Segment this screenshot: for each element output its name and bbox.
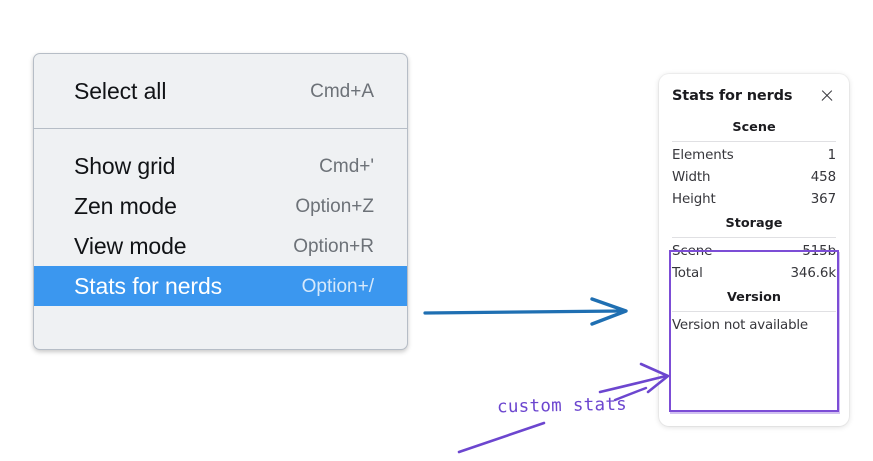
stat-key: Width	[672, 169, 711, 185]
context-menu[interactable]: Select all Cmd+A Show grid Cmd+' Zen mod…	[33, 53, 408, 350]
stat-row-storage-scene: Scene 515b	[672, 240, 836, 262]
menu-item-show-grid[interactable]: Show grid Cmd+'	[34, 146, 407, 186]
stat-value: 1	[827, 147, 837, 163]
stat-row-elements: Elements 1	[672, 144, 836, 166]
menu-item-label: Zen mode	[74, 192, 177, 219]
section-rule	[672, 141, 836, 142]
stat-row-height: Height 367	[672, 188, 836, 210]
menu-item-label: Select all	[74, 77, 167, 104]
menu-item-shortcut: Cmd+'	[319, 155, 374, 177]
menu-item-label: View mode	[74, 232, 187, 259]
menu-group-1: Select all Cmd+A	[34, 54, 407, 128]
menu-item-zen-mode[interactable]: Zen mode Option+Z	[34, 186, 407, 226]
menu-item-select-all[interactable]: Select all Cmd+A	[34, 71, 407, 111]
menu-item-stats-for-nerds[interactable]: Stats for nerds Option+/	[34, 266, 407, 306]
section-title-version: Version	[726, 290, 782, 305]
menu-item-label: Stats for nerds	[74, 272, 223, 299]
menu-separator	[34, 128, 407, 129]
stats-panel-title: Stats for nerds	[672, 88, 793, 104]
stat-value: 515b	[802, 243, 836, 259]
purple-leader-line	[457, 421, 546, 454]
menu-item-shortcut: Option+Z	[295, 195, 374, 217]
custom-stats-annotation-label: custom stats	[496, 394, 628, 418]
stat-value: 346.6k	[790, 265, 837, 281]
stats-panel-body: Scene Elements 1 Width 458 Height 367 St…	[659, 114, 849, 337]
close-icon[interactable]	[819, 88, 835, 104]
menu-item-shortcut: Option+/	[301, 275, 374, 297]
stats-panel-header: Stats for nerds	[659, 74, 849, 114]
stat-key: Scene	[672, 243, 713, 259]
menu-item-label: Show grid	[74, 152, 176, 179]
section-title-scene: Scene	[732, 120, 776, 135]
stats-for-nerds-panel[interactable]: Stats for nerds Scene Elements 1 Width 4…	[659, 74, 849, 426]
stat-key: Total	[672, 265, 703, 281]
stat-key: Elements	[672, 147, 734, 163]
stat-row-storage-total: Total 346.6k	[672, 262, 836, 284]
menu-item-shortcut: Cmd+A	[310, 80, 374, 102]
section-rule	[672, 311, 836, 312]
menu-item-shortcut: Option+R	[293, 235, 374, 257]
menu-item-view-mode[interactable]: View mode Option+R	[34, 226, 407, 266]
section-title-storage: Storage	[725, 216, 783, 231]
menu-group-2: Show grid Cmd+' Zen mode Option+Z View m…	[34, 129, 407, 318]
stat-value: 458	[810, 169, 836, 185]
stat-value: 367	[810, 191, 836, 207]
stat-key: Height	[672, 191, 716, 207]
stat-version-value: Version not available	[672, 318, 808, 333]
stat-row-width: Width 458	[672, 166, 836, 188]
section-rule	[672, 237, 836, 238]
blue-arrow	[423, 297, 628, 326]
purple-arrow-to-box	[598, 362, 670, 394]
